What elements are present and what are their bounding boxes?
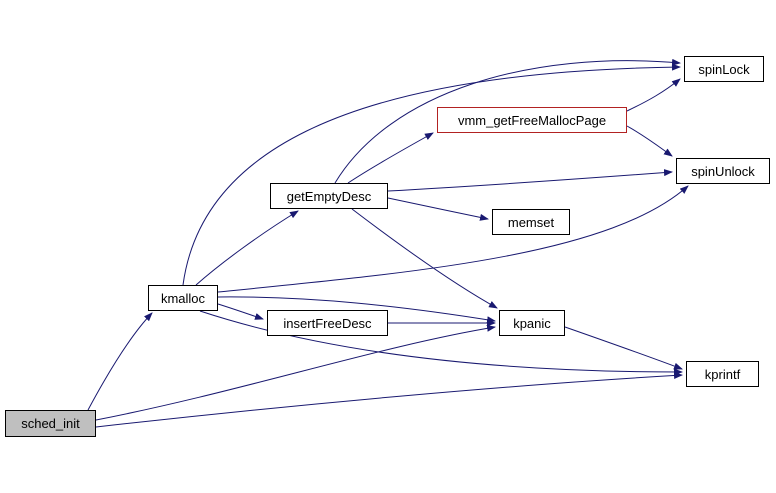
node-spinLock[interactable]: spinLock bbox=[684, 56, 764, 82]
edge-kmalloc-to-kpanic bbox=[217, 296, 496, 324]
edge-sched_init-to-kmalloc bbox=[87, 312, 153, 411]
edge-sched_init-to-kprintf bbox=[95, 371, 683, 428]
edge-kmalloc-to-spinUnlock bbox=[217, 185, 689, 293]
edge-getEmptyDesc-to-vmm_getFreeMallocPage bbox=[347, 132, 434, 184]
edge-getEmptyDesc-to-spinLock bbox=[334, 58, 681, 184]
node-insertFreeDesc[interactable]: insertFreeDesc bbox=[267, 310, 388, 336]
edge-kmalloc-to-kprintf bbox=[199, 310, 683, 376]
node-spinUnlock[interactable]: spinUnlock bbox=[676, 158, 770, 184]
node-kmalloc[interactable]: kmalloc bbox=[148, 285, 218, 311]
node-kprintf[interactable]: kprintf bbox=[686, 361, 759, 387]
node-kpanic[interactable]: kpanic bbox=[499, 310, 565, 336]
node-sched_init: sched_init bbox=[5, 410, 96, 437]
edge-kmalloc-to-spinLock bbox=[182, 63, 681, 286]
node-memset[interactable]: memset bbox=[492, 209, 570, 235]
node-vmm_getFreeMallocPage[interactable]: vmm_getFreeMallocPage bbox=[437, 107, 627, 133]
edge-group bbox=[87, 58, 689, 428]
edge-vmm_getFreeMallocPage-to-spinLock bbox=[626, 78, 681, 112]
edge-getEmptyDesc-to-memset bbox=[387, 197, 489, 221]
edge-getEmptyDesc-to-kpanic bbox=[351, 208, 498, 309]
edge-sched_init-to-kpanic bbox=[95, 324, 496, 421]
edge-vmm_getFreeMallocPage-to-spinUnlock bbox=[626, 125, 673, 157]
edge-kmalloc-to-getEmptyDesc bbox=[195, 210, 299, 286]
edge-kpanic-to-kprintf bbox=[564, 326, 683, 370]
node-getEmptyDesc[interactable]: getEmptyDesc bbox=[270, 183, 388, 209]
edge-getEmptyDesc-to-spinUnlock bbox=[387, 169, 673, 192]
edge-kmalloc-to-insertFreeDesc bbox=[217, 303, 264, 320]
